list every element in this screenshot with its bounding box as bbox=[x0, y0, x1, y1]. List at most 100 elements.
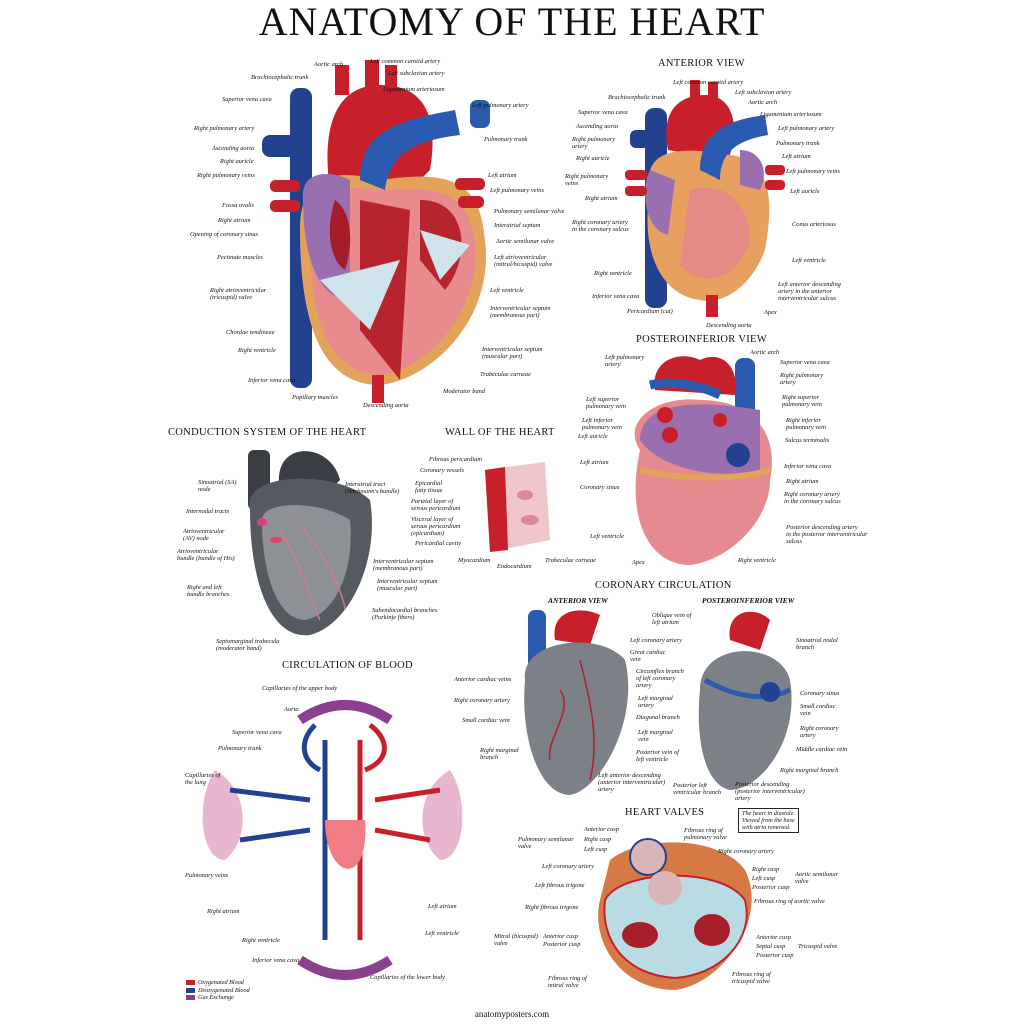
anterior-view-title: ANTERIOR VIEW bbox=[658, 58, 745, 69]
label: Posterior cusp bbox=[752, 884, 790, 891]
label: Internodal tracts bbox=[186, 508, 230, 515]
label: Anterior cusp bbox=[543, 933, 578, 940]
label: Ascending aorta bbox=[576, 123, 619, 130]
label: Opening of coronary sinus bbox=[190, 231, 259, 238]
label: Visceral layer of serous pericardium (ep… bbox=[411, 516, 461, 537]
label: Chordae tendineae bbox=[226, 329, 275, 336]
heart-valves-illustration bbox=[598, 838, 752, 990]
footer-site: anatomyposters.com bbox=[474, 1009, 550, 1019]
label: Left ventricle bbox=[590, 533, 624, 540]
label: Descending aorta bbox=[363, 402, 409, 409]
label: Right atrium bbox=[218, 217, 251, 224]
label: Right ventricle bbox=[594, 270, 632, 277]
label: Trabeculae carneae bbox=[545, 557, 596, 564]
label: Right coronary artery bbox=[718, 848, 774, 855]
label: Sinoatrial nodal branch bbox=[796, 637, 838, 651]
label: Right atrium bbox=[207, 908, 240, 915]
label: Right pulmonary artery bbox=[780, 372, 824, 386]
label: Left ventricle bbox=[490, 287, 524, 294]
label: Posterior cusp bbox=[756, 952, 794, 959]
label: Interatrial tract (Bachmann's bundle) bbox=[345, 481, 400, 495]
label: Sulcus terminalis bbox=[785, 437, 830, 444]
label: Posterior descending (posterior interven… bbox=[735, 781, 805, 802]
label: Right coronary artery bbox=[800, 725, 839, 739]
label: Pulmonary trunk bbox=[484, 136, 528, 143]
label: Capillaries of the lower body bbox=[370, 974, 445, 981]
label: Right fibrous trigone bbox=[525, 904, 579, 911]
label: Mitral (bicuspid) valve bbox=[494, 933, 538, 947]
label: Superior vena cava bbox=[578, 109, 628, 116]
label: Tricuspid valve bbox=[798, 943, 838, 950]
label: Inferior vena cava bbox=[252, 957, 300, 964]
label: Right marginal branch bbox=[480, 747, 519, 761]
label: Pectinate muscles bbox=[217, 254, 263, 261]
label: Left atrium bbox=[580, 459, 609, 466]
label: Aortic arch bbox=[748, 99, 778, 106]
label: Left atrium bbox=[782, 153, 811, 160]
valves-note: The heart in diastole. Viewed from the b… bbox=[738, 808, 799, 833]
label: Fibrous ring of tricuspid valve bbox=[732, 971, 771, 985]
label: Anterior cardiac veins bbox=[454, 676, 512, 683]
legend-deoxygenated: Deoxygenated Blood bbox=[186, 987, 250, 995]
label: Subendocardial branches (Purkinje fibers… bbox=[372, 607, 438, 621]
label: Left auricle bbox=[790, 188, 820, 195]
label: Ligamentum arteriosum bbox=[760, 111, 822, 118]
label: Left inferior pulmonary vein bbox=[582, 417, 622, 431]
label: Great cardiac vein bbox=[630, 649, 666, 663]
label: Left marginal artery bbox=[638, 695, 673, 709]
label: Fibrous ring of mitral valve bbox=[548, 975, 587, 989]
label: Aortic arch bbox=[750, 349, 780, 356]
label: Brachiocephalic trunk bbox=[608, 94, 666, 101]
label: Conus arteriosus bbox=[792, 221, 836, 228]
label: Middle cardiac vein bbox=[796, 746, 848, 753]
label: Right coronary artery bbox=[454, 697, 510, 704]
label: Coronary sinus bbox=[800, 690, 840, 697]
label: Left atrium bbox=[488, 172, 517, 179]
label: Right atrioventricular (tricuspid) valve bbox=[210, 287, 267, 301]
label: Right cusp bbox=[752, 866, 780, 873]
wall-of-heart-title: WALL OF THE HEART bbox=[445, 427, 555, 438]
label: Myocardium bbox=[458, 557, 491, 564]
heart-valves-title: HEART VALVES bbox=[625, 807, 705, 818]
label: Inferior vena cava bbox=[592, 293, 640, 300]
main-heart-illustration bbox=[262, 60, 490, 403]
label: Brachiocephalic trunk bbox=[251, 74, 309, 81]
label: Left auricle bbox=[578, 433, 608, 440]
label: Right coronary artery in the coronary su… bbox=[784, 491, 841, 505]
label: Right atrium bbox=[585, 195, 618, 202]
label: Small cardiac vein bbox=[462, 717, 510, 724]
label: Fossa ovalis bbox=[222, 202, 255, 209]
label: Moderator band bbox=[443, 388, 486, 395]
label: Inferior vena cava bbox=[784, 463, 832, 470]
label: Papillary muscles bbox=[292, 394, 338, 401]
anterior-view-illustration bbox=[625, 80, 785, 317]
label: Left anterior descending (anterior inter… bbox=[598, 772, 666, 793]
label: Left cusp bbox=[584, 846, 608, 853]
label: Anterior cusp bbox=[756, 934, 791, 941]
coronary-circulation-illustration bbox=[524, 610, 792, 795]
circulation-title: CIRCULATION OF BLOOD bbox=[282, 660, 413, 671]
label: Anterior cusp bbox=[584, 826, 619, 833]
circulation-legend: Oxygenated Blood Deoxygenated Blood Gas … bbox=[186, 979, 250, 1002]
label: Apex bbox=[764, 309, 777, 316]
label: Ligamentum arteriosum bbox=[383, 86, 445, 93]
label: Left pulmonary artery bbox=[778, 125, 835, 132]
coronary-posterior-title: POSTEROINFERIOR VIEW bbox=[702, 596, 795, 605]
coronary-circulation-title: CORONARY CIRCULATION bbox=[595, 580, 732, 591]
label: Right pulmonary veins bbox=[197, 172, 255, 179]
label: Ascending aorta bbox=[212, 145, 255, 152]
label: Right auricle bbox=[220, 158, 254, 165]
label: Apex bbox=[632, 559, 645, 566]
label: Interventricular septum (muscular part) bbox=[482, 346, 543, 360]
label: Left subclavian artery bbox=[735, 89, 792, 96]
coronary-anterior-title: ANTERIOR VIEW bbox=[548, 596, 608, 605]
label: Left ventricle bbox=[425, 930, 459, 937]
label: Parietal layer of serous pericardium bbox=[411, 498, 461, 512]
posteroinferior-view-illustration bbox=[634, 356, 772, 565]
label: Left common carotid artery bbox=[673, 79, 744, 86]
label: Right atrium bbox=[786, 478, 819, 485]
label: Pulmonary trunk bbox=[218, 745, 262, 752]
label: Fibrous ring of pulmonary valve bbox=[684, 827, 727, 841]
label: Coronary vessels bbox=[420, 467, 464, 474]
